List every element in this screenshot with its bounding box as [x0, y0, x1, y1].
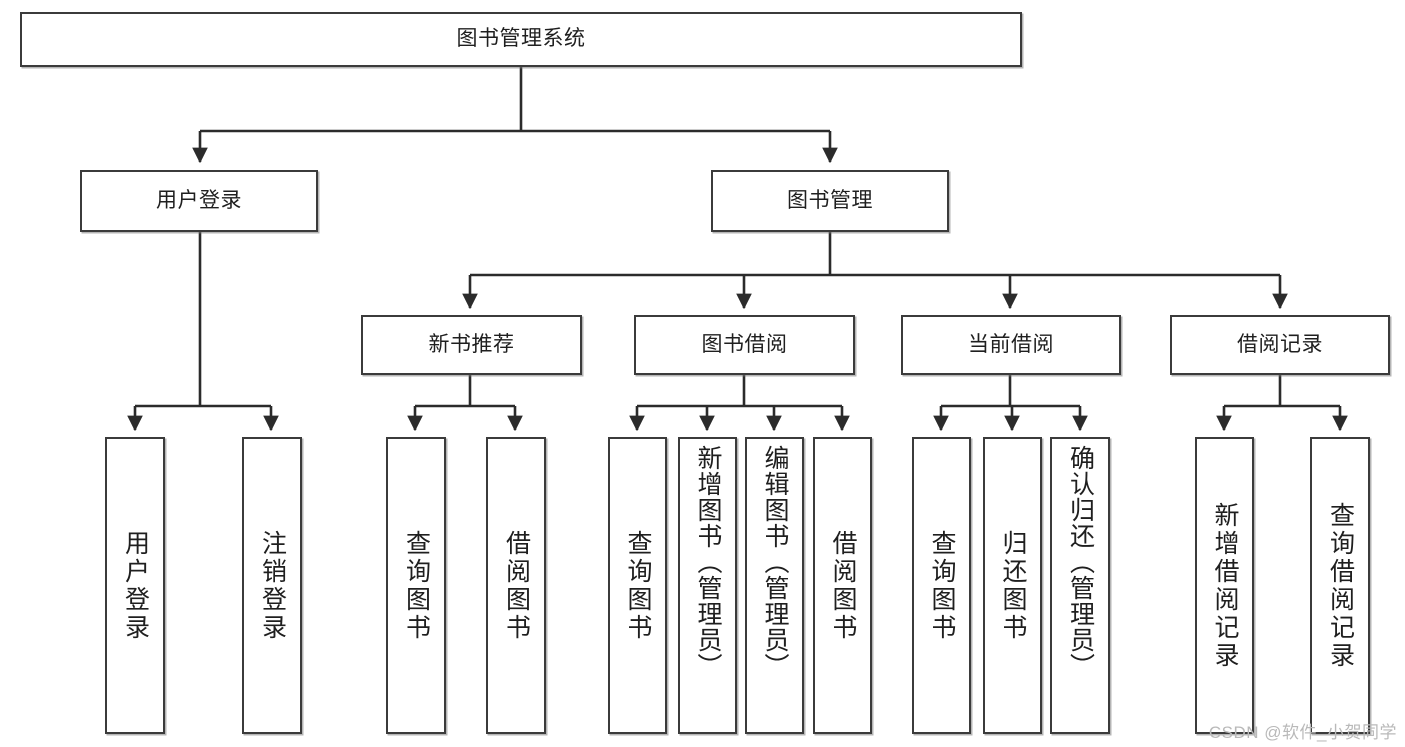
leaf-user-login[interactable]: 用户登录	[105, 437, 165, 734]
node-label: 归还图书	[999, 529, 1027, 642]
node-label: 当前借阅	[968, 332, 1054, 356]
leaf-logout[interactable]: 注销登录	[242, 437, 302, 734]
leaf-confirm-return-admin[interactable]: 确认归还（管理员）	[1050, 437, 1110, 734]
node-label: 用户登录	[121, 529, 150, 642]
node-label: 新书推荐	[428, 332, 515, 356]
node-label: 图书管理	[787, 188, 873, 212]
node-label: 新增借阅记录	[1211, 501, 1239, 670]
leaf-borrow-book[interactable]: 借阅图书	[813, 437, 872, 734]
leaf-add-borrow-record[interactable]: 新增借阅记录	[1195, 437, 1254, 734]
csdn-watermark: CSDN @软件_小贺同学	[1208, 723, 1397, 742]
node-label: 新增图书（管理员）	[694, 445, 722, 679]
node-book-borrow[interactable]: 图书借阅	[634, 315, 855, 375]
leaf-add-book-admin[interactable]: 新增图书（管理员）	[678, 437, 737, 734]
leaf-query-book-current[interactable]: 查询图书	[912, 437, 971, 734]
node-root-system[interactable]: 图书管理系统	[20, 12, 1022, 67]
node-book-management[interactable]: 图书管理	[711, 170, 949, 232]
leaf-edit-book-admin[interactable]: 编辑图书（管理员）	[745, 437, 804, 734]
node-label: 图书借阅	[701, 332, 788, 356]
node-label: 查询图书	[928, 529, 956, 642]
node-label: 注销登录	[258, 529, 287, 642]
node-label: 确认归还（管理员）	[1066, 445, 1095, 679]
node-label: 图书管理系统	[456, 27, 586, 51]
node-label: 借阅记录	[1237, 332, 1323, 356]
leaf-query-borrow-record[interactable]: 查询借阅记录	[1310, 437, 1370, 734]
node-new-book-recommend[interactable]: 新书推荐	[361, 315, 582, 375]
leaf-return-book[interactable]: 归还图书	[983, 437, 1042, 734]
node-label: 查询借阅记录	[1326, 501, 1355, 670]
node-current-borrow[interactable]: 当前借阅	[901, 315, 1121, 375]
node-label: 查询图书	[624, 529, 652, 642]
node-user-login[interactable]: 用户登录	[80, 170, 318, 232]
node-label: 查询图书	[402, 529, 431, 642]
node-label: 借阅图书	[829, 529, 857, 642]
leaf-query-book-new[interactable]: 查询图书	[386, 437, 446, 734]
node-label: 借阅图书	[502, 529, 531, 642]
node-label: 用户登录	[156, 188, 242, 212]
node-borrow-record[interactable]: 借阅记录	[1170, 315, 1390, 375]
leaf-borrow-book-new[interactable]: 借阅图书	[486, 437, 546, 734]
leaf-query-book-borrow[interactable]: 查询图书	[608, 437, 667, 734]
node-label: 编辑图书（管理员）	[761, 445, 789, 679]
